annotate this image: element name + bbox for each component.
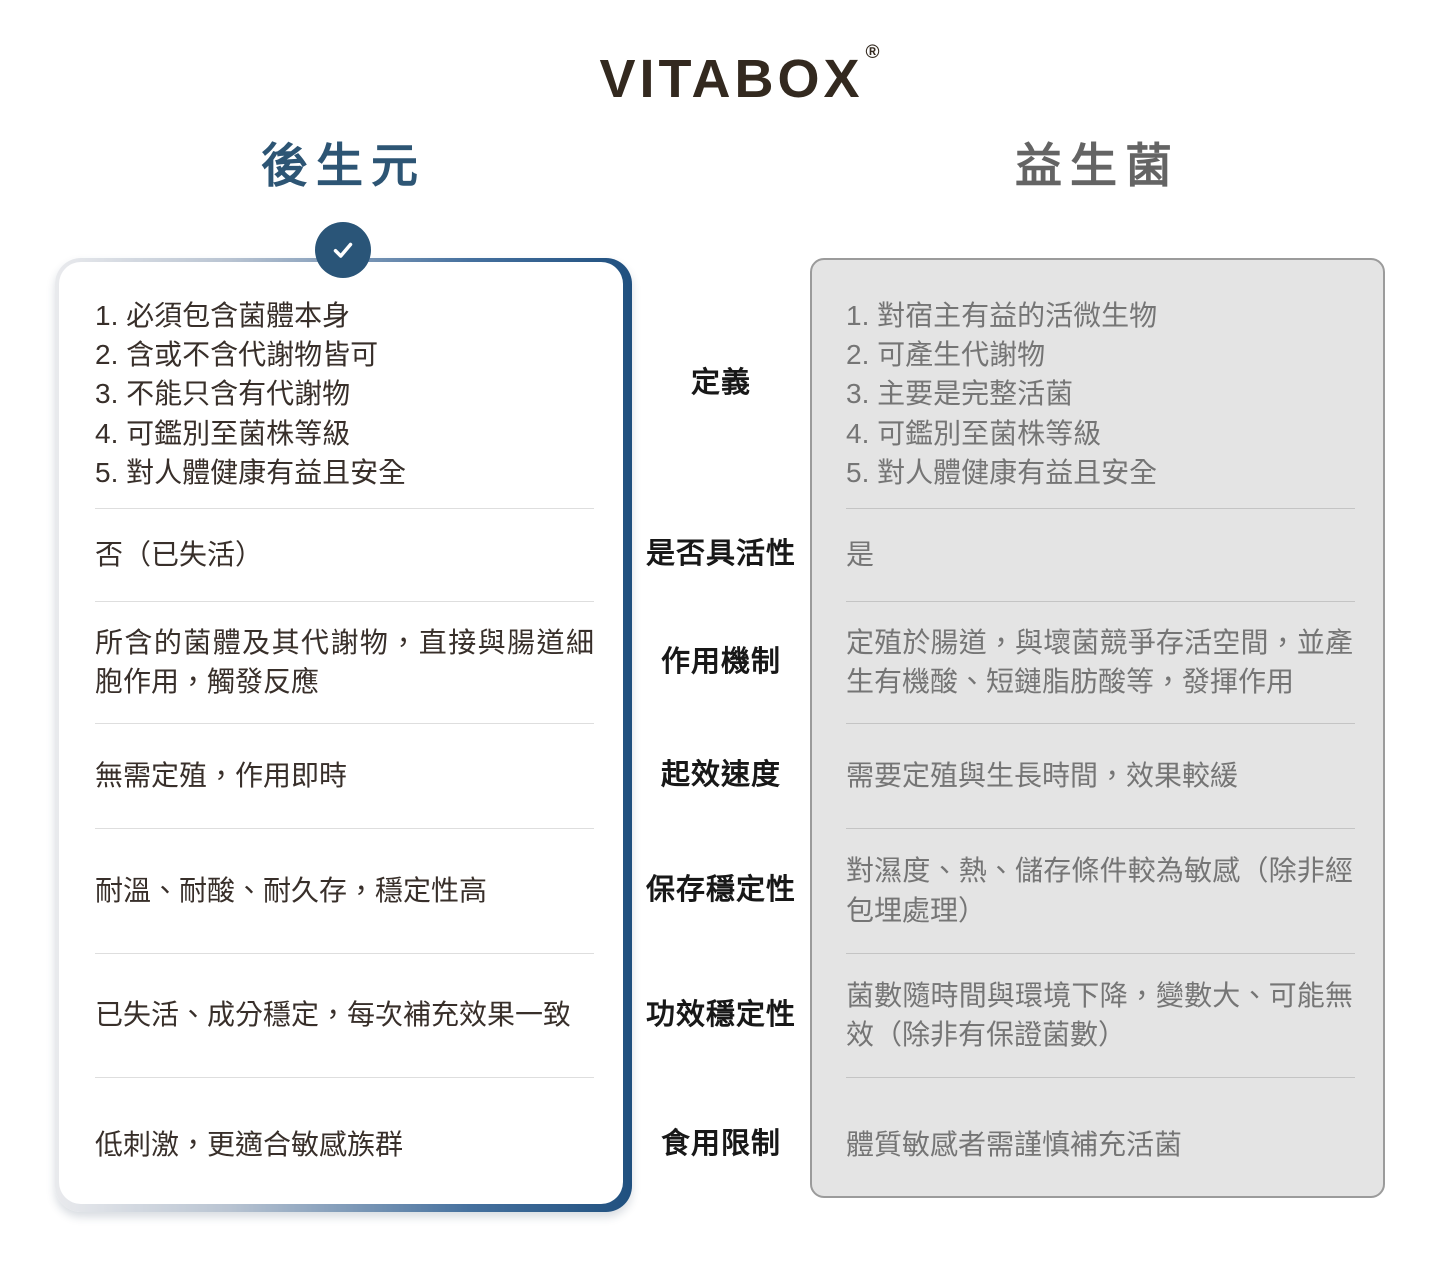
row-label-efficacy-stability: 功效穩定性 [645,998,796,1031]
row-label-onset-speed: 起效速度 [660,759,781,792]
probiotics-panel [810,258,1385,1198]
postbiotics-consumption-limit: 低刺激，更適合敏感族群 [55,1077,632,1212]
postbiotics-card-surface [59,262,623,1204]
check-badge [315,222,371,278]
row-label-definition: 定義 [690,366,751,399]
row-label-storage-stability: 保存穩定性 [645,874,796,907]
probiotics-definition: 1. 對宿主有益的活微生物 2. 可產生代謝物 3. 主要是完整活菌 4. 可鑑… [846,300,1158,488]
postbiotics-definition: 1. 必須包含菌體本身 2. 含或不含代謝物皆可 3. 不能只含有代謝物 4. … [95,300,407,488]
comparison-table: 1. 必須包含菌體本身 2. 含或不含代謝物皆可 3. 不能只含有代謝物 4. … [55,258,1385,1212]
row-label-mechanism: 作用機制 [660,645,781,678]
postbiotics-onset-speed: 無需定殖，作用即時 [55,723,632,828]
row-label-consumption-limit: 食用限制 [660,1128,781,1161]
postbiotics-card [55,258,632,1212]
postbiotics-storage-stability: 耐溫、耐酸、耐久存，穩定性高 [55,828,632,953]
right-column-title: 益生菌 [1015,139,1180,192]
probiotics-storage-stability: 對濕度、熱、儲存條件較為敏感（除非經包埋處理） [810,828,1385,953]
registered-trademark-symbol: ® [865,42,880,63]
postbiotics-efficacy-stability: 已失活、成分穩定，每次補充效果一致 [55,953,632,1077]
probiotics-consumption-limit: 體質敏感者需謹慎補充活菌 [810,1077,1385,1212]
postbiotics-mechanism: 所含的菌體及其代謝物，直接與腸道細胞作用，觸發反應 [55,601,632,723]
probiotics-onset-speed: 需要定殖與生長時間，效果較緩 [810,723,1385,828]
checkmark-icon [333,242,353,258]
postbiotics-viability: 否（已失活） [55,508,632,601]
left-column-title: 後生元 [261,139,426,192]
vitabox-logo: VITABOX® [18,42,1441,110]
probiotics-efficacy-stability: 菌數隨時間與環境下降，變數大、可能無效（除非有保證菌數） [810,953,1385,1077]
probiotics-mechanism: 定殖於腸道，與壞菌競爭存活空間，並產生有機酸、短鏈脂肪酸等，發揮作用 [810,601,1385,723]
logo-text: VITABOX [599,49,864,109]
probiotics-viability: 是 [810,508,1385,601]
row-label-viability: 是否具活性 [645,538,796,571]
